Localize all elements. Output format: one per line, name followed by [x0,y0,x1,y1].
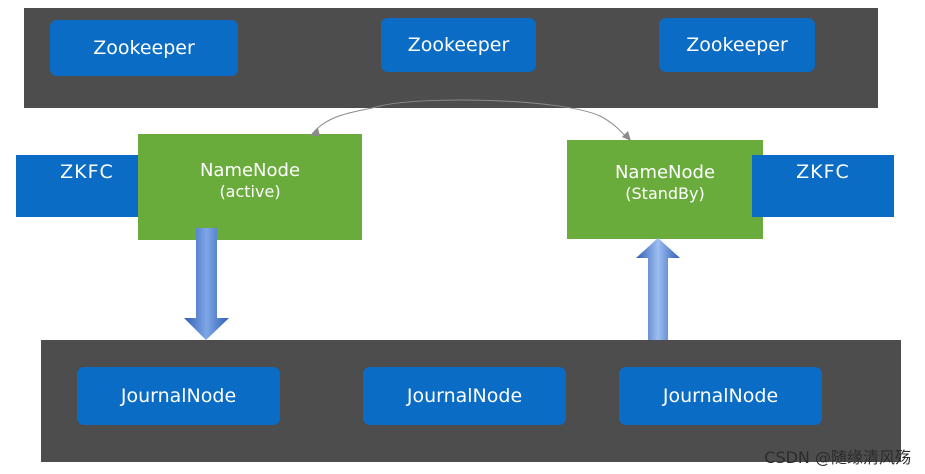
namenode-standby-state: (StandBy) [625,184,705,203]
sync-arrowhead-right [622,131,631,141]
zookeeper-node-3: Zookeeper [659,18,815,72]
sync-arrowhead-left [310,128,320,136]
namenode-standby: NameNode (StandBy) [567,140,763,239]
namenode-standby-name: NameNode [614,162,716,183]
namenode-active: NameNode (active) [138,134,362,240]
zkfc-standby: ZKFC [752,155,894,217]
zookeeper-node-2: Zookeeper [381,18,536,72]
zookeeper-sync-curve [311,99,629,140]
csdn-watermark: CSDN @随缘清风殇 [764,448,911,467]
zkfc-active: ZKFC [16,155,158,217]
journalnode-3: JournalNode [619,367,822,425]
write-arrow-down [184,228,229,340]
zookeeper-node-1: Zookeeper [50,20,238,76]
namenode-active-name: NameNode [199,160,301,181]
read-arrow-up [636,238,680,340]
namenode-active-state: (active) [219,182,281,201]
journalnode-2: JournalNode [363,367,566,425]
journalnode-1: JournalNode [77,367,280,425]
